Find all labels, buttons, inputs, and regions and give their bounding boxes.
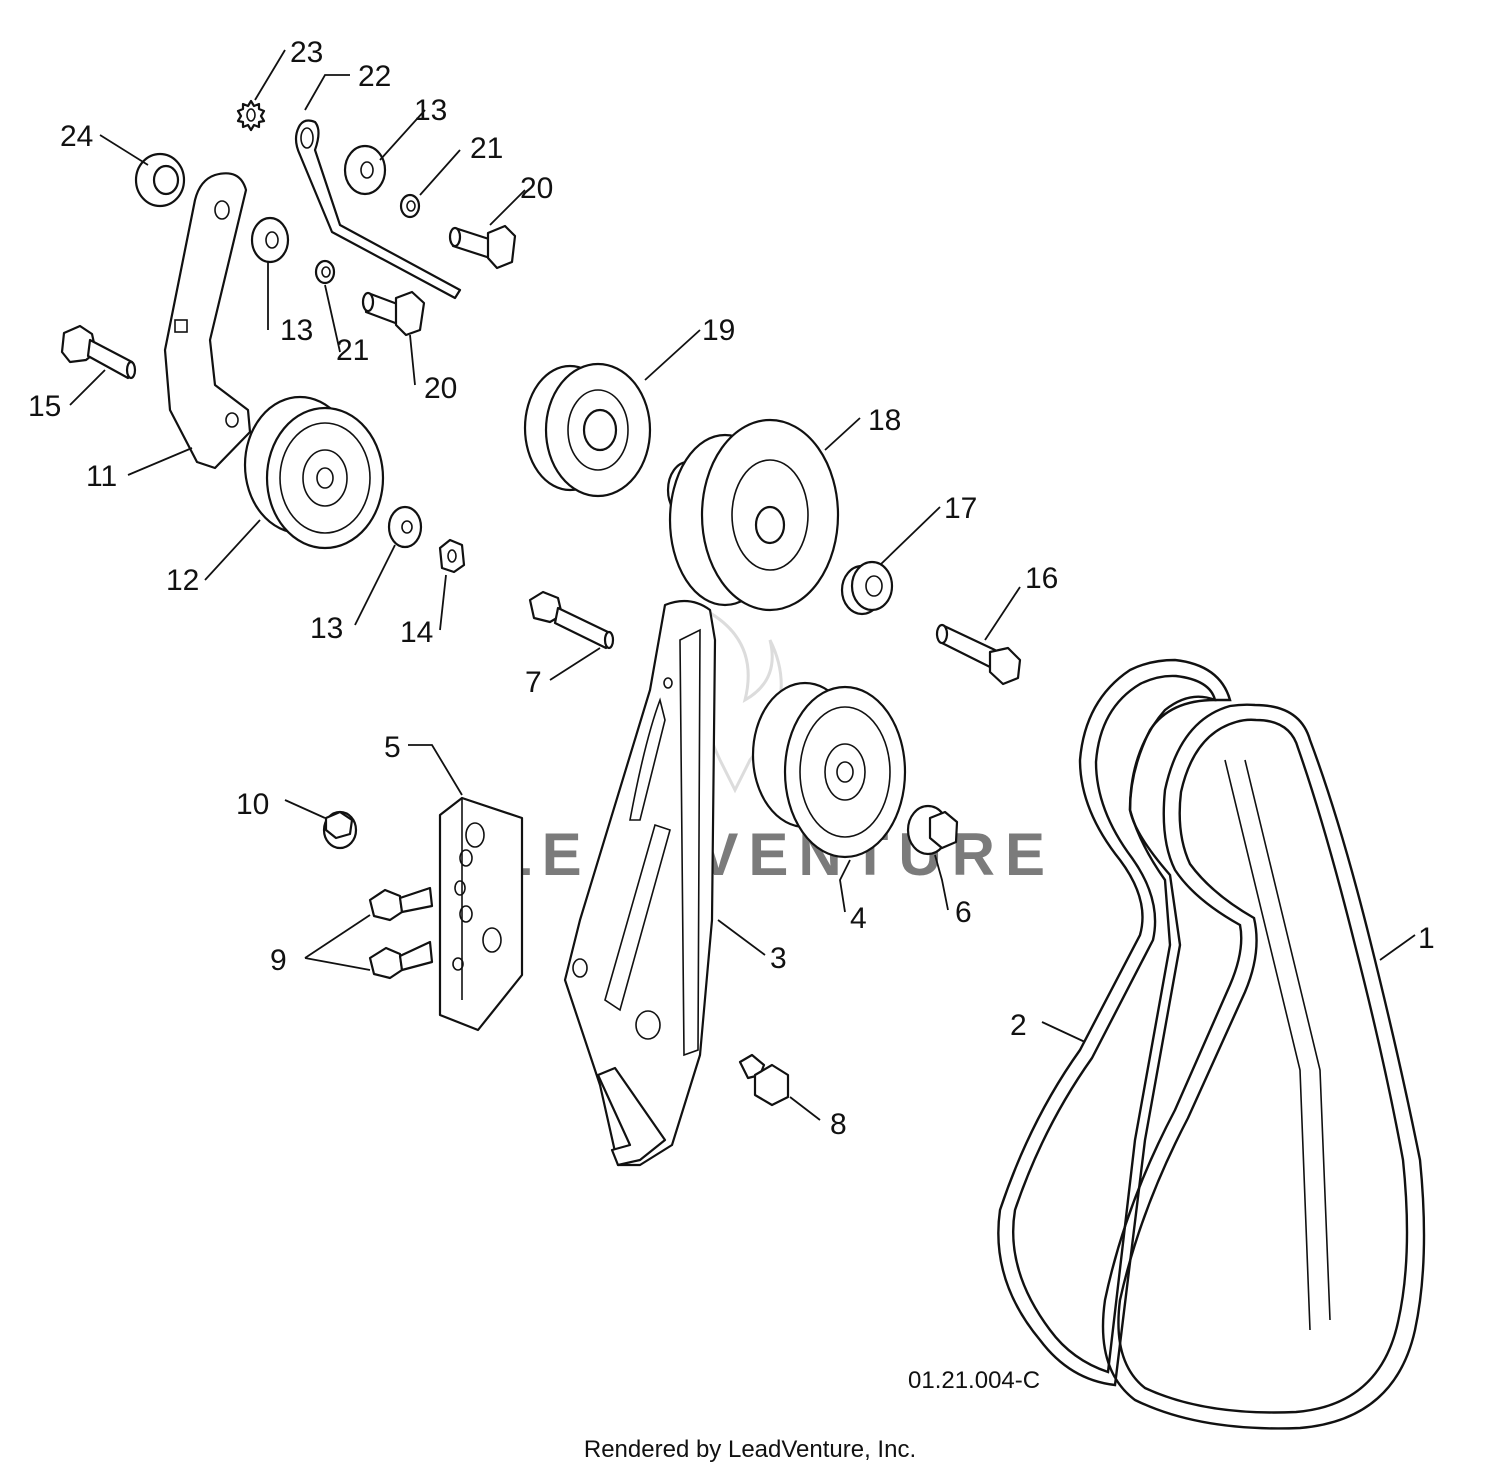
callout-13a: 13 [414,94,447,127]
callout-23: 23 [290,36,323,69]
part-21-lock-washer-low [314,259,336,285]
part-13-washer-low [387,505,423,549]
callout-14: 14 [400,616,433,649]
callout-1: 1 [1418,922,1435,955]
callout-18: 18 [868,404,901,437]
callout-19: 19 [702,314,735,347]
callout-6: 6 [955,896,972,929]
callouts: 1 2 3 4 5 6 7 8 9 10 11 12 13 13 13 14 1… [28,36,1435,1141]
part-9-screw-top [368,886,434,922]
callout-24: 24 [60,120,93,153]
callout-22: 22 [358,60,391,93]
callout-10: 10 [236,788,269,821]
callout-2: 2 [1010,1009,1027,1042]
part-12-idler-pulley [243,395,385,550]
part-10-shoulder-nut [322,810,358,850]
part-3-tensioner-arm [563,599,717,1167]
part-13-washer-mid [250,216,290,264]
callout-13c: 13 [310,612,343,645]
part-15-bolt [60,324,137,380]
part-14-nut [438,538,466,574]
callout-20b: 20 [424,372,457,405]
part-22-rod [294,119,462,300]
part-6-flange-nut [906,804,959,856]
part-13-washer-top [343,144,387,196]
part-2-belt [997,658,1232,1387]
callout-13b: 13 [280,314,313,347]
callout-15: 15 [28,390,61,423]
callout-17: 17 [944,492,977,525]
part-23-star-washer [236,99,266,132]
callout-8: 8 [830,1108,847,1141]
part-18-pulley [666,418,840,612]
part-17-spacer [840,560,894,616]
callout-12: 12 [166,564,199,597]
callout-9: 9 [270,944,287,977]
part-19-pulley [523,362,652,498]
part-11-bracket [163,172,252,470]
leader-lines [69,49,1416,1121]
callout-4: 4 [850,902,867,935]
callout-7: 7 [525,666,542,699]
part-5-guide-plate [438,796,524,1032]
callout-3: 3 [770,942,787,975]
footer-credit: Rendered by LeadVenture, Inc. [583,1436,917,1463]
part-1-belt [1101,703,1426,1430]
callout-16: 16 [1025,562,1058,595]
part-7-bolt [528,590,615,650]
part-20-bolt-low [361,290,426,337]
callout-20a: 20 [520,172,553,205]
callout-21b: 21 [336,334,369,367]
part-8-bolt [738,1053,790,1107]
part-4-idler-pulley [751,681,907,859]
watermark-text: LEADVENTURE [495,821,1055,888]
part-16-bolt [935,623,1022,686]
callout-5: 5 [384,731,401,764]
part-21-lock-washer-top [399,193,421,219]
drawing-code: 01.21.004-C [908,1367,1040,1394]
part-20-bolt-top [448,224,517,270]
part-24-spacer [134,152,186,208]
callout-21a: 21 [470,132,503,165]
part-9-screw-low [368,940,434,980]
callout-11: 11 [86,460,117,493]
